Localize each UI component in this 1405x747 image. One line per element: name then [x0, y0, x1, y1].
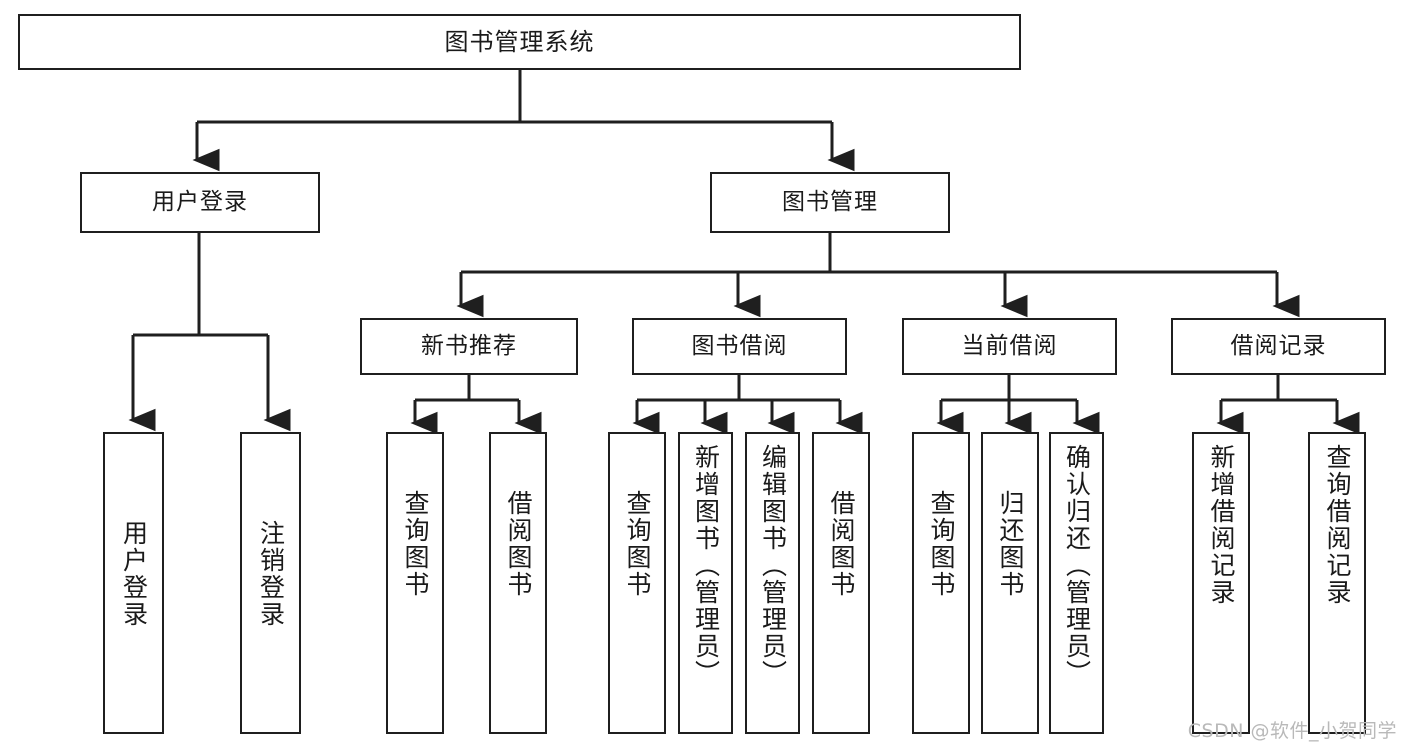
leaf-return-book-label: 归还图书 — [996, 490, 1025, 598]
leaf-query-borrow-record-label: 查询借阅记录 — [1323, 444, 1352, 606]
leaf-confirm-return-admin-label: 确认归还（管理员） — [1062, 444, 1092, 687]
leaf-borrow-book-1-label: 借阅图书 — [504, 490, 533, 598]
leaf-borrow-book-1[interactable]: 借阅图书 — [489, 432, 547, 734]
node-user-login-label: 用户登录 — [152, 188, 248, 215]
node-borrow-record-label: 借阅记录 — [1230, 332, 1327, 359]
node-borrow-record[interactable]: 借阅记录 — [1171, 318, 1386, 375]
leaf-add-borrow-record[interactable]: 新增借阅记录 — [1192, 432, 1250, 734]
leaf-query-borrow-record[interactable]: 查询借阅记录 — [1308, 432, 1366, 734]
leaf-query-book-3-label: 查询图书 — [927, 490, 956, 598]
leaf-add-book-admin[interactable]: 新增图书（管理员） — [678, 432, 733, 734]
leaf-add-borrow-record-label: 新增借阅记录 — [1207, 444, 1236, 606]
node-new-book-recommend[interactable]: 新书推荐 — [360, 318, 578, 375]
leaf-query-book-2[interactable]: 查询图书 — [608, 432, 666, 734]
leaf-borrow-book-2[interactable]: 借阅图书 — [812, 432, 870, 734]
node-book-manage-label: 图书管理 — [782, 188, 878, 215]
leaf-edit-book-admin[interactable]: 编辑图书（管理员） — [745, 432, 800, 734]
leaf-user-login[interactable]: 用户登录 — [103, 432, 164, 734]
node-book-borrow-label: 图书借阅 — [691, 332, 788, 359]
node-current-borrow-label: 当前借阅 — [961, 332, 1058, 359]
node-book-borrow[interactable]: 图书借阅 — [632, 318, 847, 375]
leaf-confirm-return-admin[interactable]: 确认归还（管理员） — [1049, 432, 1104, 734]
node-root-book-management-system[interactable]: 图书管理系统 — [18, 14, 1021, 70]
node-user-login[interactable]: 用户登录 — [80, 172, 320, 233]
leaf-return-book[interactable]: 归还图书 — [981, 432, 1039, 734]
node-book-manage[interactable]: 图书管理 — [710, 172, 950, 233]
leaf-query-book-2-label: 查询图书 — [623, 490, 652, 598]
leaf-add-book-admin-label: 新增图书（管理员） — [691, 444, 721, 687]
leaf-logout-login-label: 注销登录 — [256, 520, 286, 628]
node-current-borrow[interactable]: 当前借阅 — [902, 318, 1117, 375]
node-root-label: 图书管理系统 — [444, 27, 595, 56]
node-new-book-recommend-label: 新书推荐 — [421, 332, 517, 359]
leaf-logout-login[interactable]: 注销登录 — [240, 432, 301, 734]
leaf-borrow-book-2-label: 借阅图书 — [827, 490, 856, 598]
leaf-user-login-label: 用户登录 — [119, 520, 149, 628]
leaf-query-book-1[interactable]: 查询图书 — [386, 432, 444, 734]
leaf-query-book-1-label: 查询图书 — [401, 490, 430, 598]
leaf-edit-book-admin-label: 编辑图书（管理员） — [758, 444, 788, 687]
leaf-query-book-3[interactable]: 查询图书 — [912, 432, 970, 734]
